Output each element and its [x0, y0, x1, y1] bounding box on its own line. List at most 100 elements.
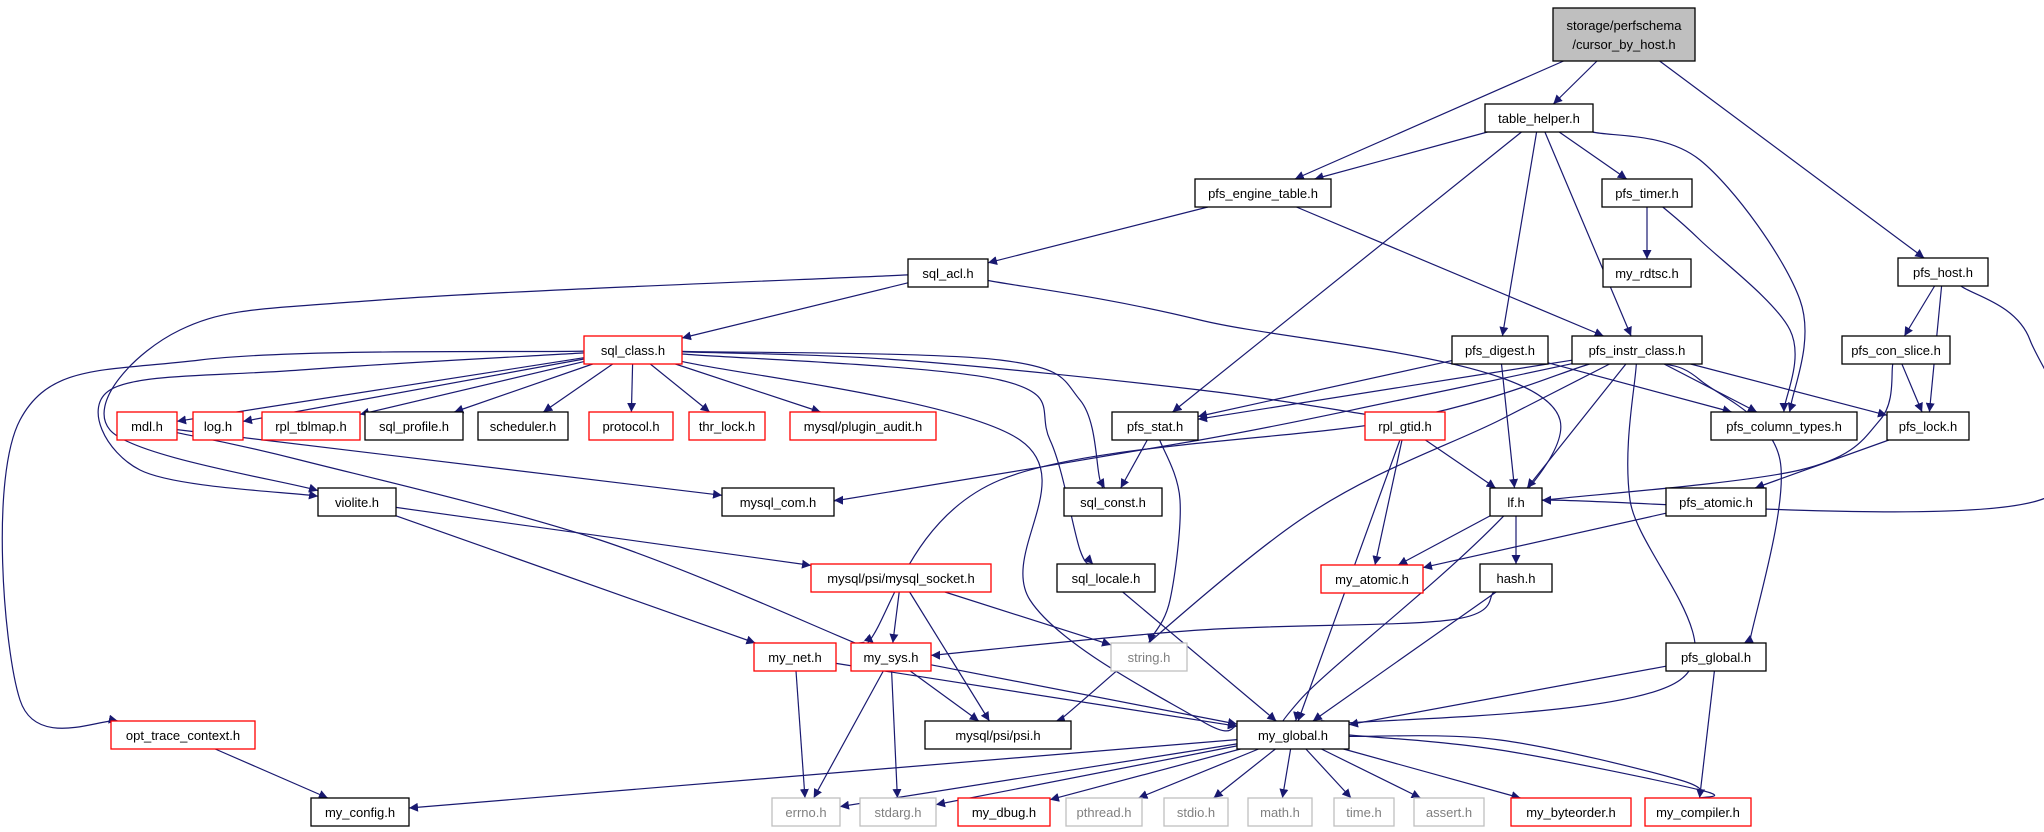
- node-box: [850, 642, 932, 672]
- node-label: pfs_engine_table.h: [1208, 186, 1318, 201]
- edge-my_sys-to-errno: [813, 670, 884, 799]
- node-my-net[interactable]: my_net.h: [753, 642, 837, 672]
- node-label: my_byteorder.h: [1526, 805, 1616, 820]
- node-table-helper[interactable]: table_helper.h: [1484, 103, 1594, 133]
- node-string[interactable]: string.h: [1110, 642, 1188, 672]
- node-label: mdl.h: [131, 419, 163, 434]
- node-opt-trace-context[interactable]: opt_trace_context.h: [110, 720, 256, 750]
- node-label: stdio.h: [1177, 805, 1215, 820]
- node-pfs-host[interactable]: pfs_host.h: [1897, 257, 1989, 287]
- node-protocol[interactable]: protocol.h: [588, 411, 674, 441]
- node-mysql-socket[interactable]: mysql/psi/mysql_socket.h: [810, 563, 992, 593]
- node-mysql-psi[interactable]: mysql/psi/psi.h: [924, 720, 1072, 750]
- node-box: [1510, 797, 1632, 827]
- node-thr-lock[interactable]: thr_lock.h: [688, 411, 766, 441]
- node-label: log.h: [204, 419, 232, 434]
- edge-sql_class-to-sql_locale: [681, 353, 1094, 565]
- node-pfs-global[interactable]: pfs_global.h: [1665, 642, 1767, 672]
- edge-pfs_instr_class-to-my_global: [1295, 363, 1696, 729]
- edge-pfs_digest-to-pfs_column_types: [1547, 362, 1732, 415]
- node-box: [1552, 7, 1696, 62]
- node-box: [116, 411, 178, 441]
- edge-my_net-to-errno: [795, 670, 809, 799]
- node-sql-const[interactable]: sql_const.h: [1063, 487, 1163, 517]
- edge-violite-to-my_net: [395, 515, 756, 645]
- edge-table_helper-to-pfs_instr_class: [1544, 131, 1632, 337]
- node-root[interactable]: storage/perfschema/cursor_by_host.h: [1552, 7, 1696, 62]
- node-mdl[interactable]: mdl.h: [116, 411, 178, 441]
- node-label: /cursor_by_host.h: [1572, 37, 1675, 52]
- node-scheduler[interactable]: scheduler.h: [477, 411, 569, 441]
- node-plugin-audit[interactable]: mysql/plugin_audit.h: [789, 411, 937, 441]
- edge-pfs_lock-to-pfs_atomic: [1754, 439, 1890, 490]
- node-lf[interactable]: lf.h: [1489, 487, 1543, 517]
- edge-my_global-to-stdio: [1213, 748, 1276, 799]
- node-my-atomic[interactable]: my_atomic.h: [1320, 564, 1424, 594]
- node-box: [1451, 335, 1549, 365]
- node-label: mysql/psi/mysql_socket.h: [827, 571, 974, 586]
- node-my-compiler[interactable]: my_compiler.h: [1644, 797, 1752, 827]
- node-math[interactable]: math.h: [1247, 797, 1313, 827]
- node-hash[interactable]: hash.h: [1479, 563, 1553, 593]
- node-errno[interactable]: errno.h: [771, 797, 841, 827]
- node-rpl-tblmap[interactable]: rpl_tblmap.h: [261, 411, 361, 441]
- edge-my_global-to-time: [1305, 748, 1352, 799]
- node-sql-locale[interactable]: sql_locale.h: [1056, 563, 1156, 593]
- node-time[interactable]: time.h: [1333, 797, 1395, 827]
- node-pfs-digest[interactable]: pfs_digest.h: [1451, 335, 1549, 365]
- edge-root-to-pfs_engine_table: [1294, 60, 1564, 180]
- node-stdarg[interactable]: stdarg.h: [859, 797, 937, 827]
- edge-pfs_host-to-pfs_con_slice: [1903, 285, 1936, 337]
- node-label: stdarg.h: [875, 805, 922, 820]
- node-rpl-gtid[interactable]: rpl_gtid.h: [1364, 411, 1446, 441]
- edge-table_helper-to-pfs_timer: [1558, 131, 1628, 180]
- node-my-dbug[interactable]: my_dbug.h: [957, 797, 1051, 827]
- node-violite[interactable]: violite.h: [317, 487, 397, 517]
- node-label: pfs_host.h: [1913, 265, 1973, 280]
- node-box: [1665, 487, 1767, 517]
- node-sql-acl[interactable]: sql_acl.h: [907, 258, 989, 288]
- node-box: [192, 411, 244, 441]
- node-my-rdtsc[interactable]: my_rdtsc.h: [1602, 258, 1692, 288]
- node-box: [721, 487, 835, 517]
- edge-pfs_digest-to-pfs_stat: [1197, 360, 1453, 419]
- node-pfs-timer[interactable]: pfs_timer.h: [1601, 178, 1693, 208]
- node-pthread[interactable]: pthread.h: [1065, 797, 1143, 827]
- edge-my_global-to-pthread: [1138, 748, 1259, 799]
- node-pfs-column-types[interactable]: pfs_column_types.h: [1710, 411, 1858, 441]
- node-box: [310, 797, 410, 827]
- node-assert[interactable]: assert.h: [1413, 797, 1485, 827]
- edge-sql_acl-to-sql_class: [681, 282, 909, 341]
- node-box: [317, 487, 397, 517]
- node-sql-class[interactable]: sql_class.h: [583, 335, 683, 365]
- edge-hash-to-my_sys: [913, 591, 1495, 660]
- edge-my_global-to-my_byteorder: [1343, 748, 1521, 800]
- node-label: time.h: [1346, 805, 1381, 820]
- node-pfs-lock[interactable]: pfs_lock.h: [1886, 411, 1970, 441]
- edge-mysql_socket-to-string: [944, 591, 1112, 647]
- node-pfs-instr-class[interactable]: pfs_instr_class.h: [1571, 335, 1703, 365]
- node-pfs-atomic[interactable]: pfs_atomic.h: [1665, 487, 1767, 517]
- edge-sql_locale-to-my_global: [1122, 591, 1277, 722]
- edge-pfs_instr_class-to-my_sys: [860, 363, 1590, 654]
- node-label: opt_trace_context.h: [126, 728, 240, 743]
- node-label: pfs_con_slice.h: [1851, 343, 1941, 358]
- edge-sql_class-to-plugin_audit: [675, 363, 821, 414]
- node-log[interactable]: log.h: [192, 411, 244, 441]
- node-my-byteorder[interactable]: my_byteorder.h: [1510, 797, 1632, 827]
- node-sql-profile[interactable]: sql_profile.h: [364, 411, 464, 441]
- node-mysql-com[interactable]: mysql_com.h: [721, 487, 835, 517]
- node-stdio[interactable]: stdio.h: [1163, 797, 1229, 827]
- edge-hash-to-my_global: [1312, 591, 1497, 722]
- edge-mdl-to-my_sys: [176, 432, 879, 653]
- node-pfs-engine-table[interactable]: pfs_engine_table.h: [1194, 178, 1332, 208]
- node-my-sys[interactable]: my_sys.h: [850, 642, 932, 672]
- node-box: [1479, 563, 1553, 593]
- node-pfs-con-slice[interactable]: pfs_con_slice.h: [1841, 335, 1951, 365]
- node-my-global[interactable]: my_global.h: [1236, 720, 1350, 750]
- node-box: [1484, 103, 1594, 133]
- node-my-config[interactable]: my_config.h: [310, 797, 410, 827]
- node-pfs-stat[interactable]: pfs_stat.h: [1111, 411, 1199, 441]
- node-box: [771, 797, 841, 827]
- node-box: [477, 411, 569, 441]
